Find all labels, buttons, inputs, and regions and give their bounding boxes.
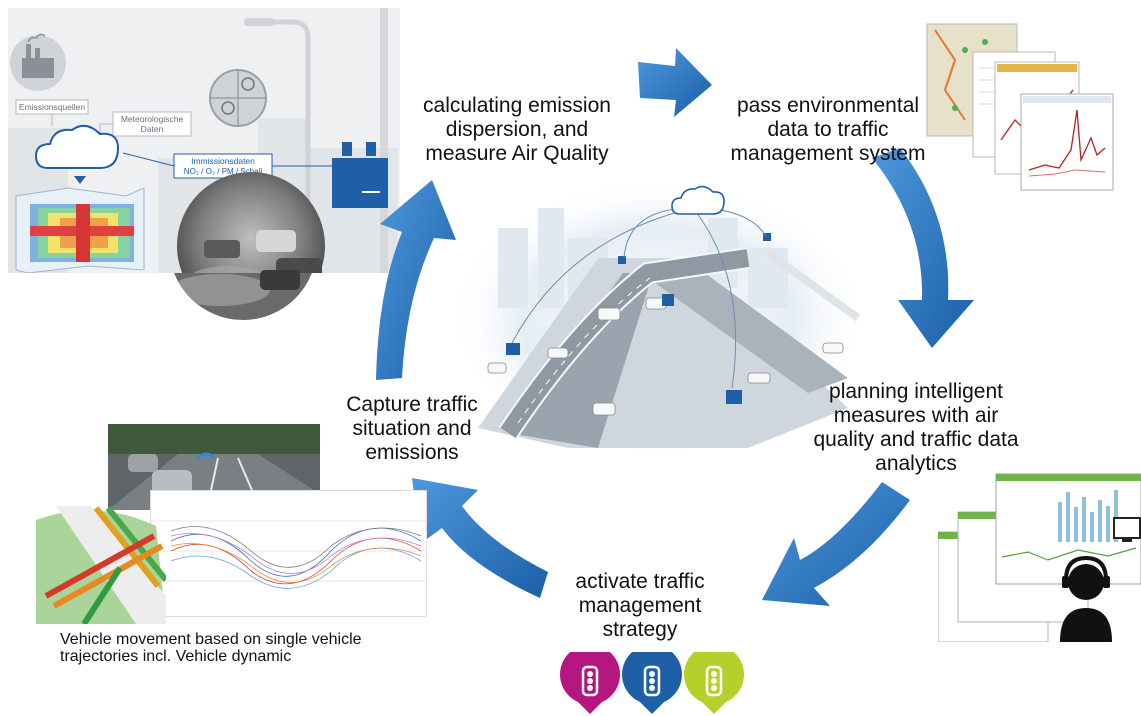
cloud-icon [34,124,120,169]
operator-headset-icon [1060,555,1112,642]
step-activate-line1: activate traffic [575,570,705,593]
step-plan-label: planning intelligent measures with air q… [786,380,1046,476]
caption-line1: Vehicle movement based on single vehicle [60,631,362,648]
step-pass-label: pass environmental data to traffic manag… [712,94,944,166]
smart-city-illustration [448,178,868,458]
step-capture-line2: situation and [352,417,472,440]
step-plan-line3: quality and traffic data [813,428,1019,451]
arrow-left [376,180,456,380]
wifi-icon [196,452,216,460]
traffic-light-magenta-icon [560,652,620,714]
step-activate-label: activate traffic management strategy [540,570,740,642]
step-calculate-line1: calculating emission [423,94,611,117]
arrow-top [638,48,712,117]
weather-icon [209,69,267,127]
monitor-icon [1113,517,1141,542]
step-calculate-line2: dispersion, and [445,118,589,141]
meteo-label-1: Meteorologische [121,114,184,124]
step-activate-line3: strategy [602,618,678,641]
sources-label: Emissionsquellen [19,102,85,112]
immission-label-2: NO₂ / O₃ / PM / Schall [184,167,263,176]
traffic-light-pins [560,652,744,714]
step-capture-line1: Capture traffic [346,393,478,416]
heatmap-map [15,187,145,274]
cloud-icon [671,185,725,215]
factory-icon [10,33,66,91]
traffic-light-blue-icon [622,652,682,714]
trajectory-caption: Vehicle movement based on single vehicle… [60,631,440,665]
arrow-bottom-right [762,482,910,606]
traffic-light-lime-icon [684,652,744,714]
step-plan-line4: analytics [875,452,957,475]
step-plan-line1: planning intelligent [829,380,1003,403]
smog-photo-overflow [169,270,317,320]
immission-label-1: Immissionsdaten [191,156,255,166]
trajectory-chart [150,490,427,617]
step-capture-label: Capture traffic situation and emissions [322,393,502,465]
intersection-map [36,506,169,626]
caption-line2: trajectories incl. Vehicle dynamic [60,648,292,665]
step-activate-line2: management [578,594,702,617]
step-pass-line2: data to traffic [767,118,889,141]
step-calculate-line3: measure Air Quality [425,142,609,165]
step-plan-line2: measures with air [833,404,999,427]
meteo-label-2: Daten [141,124,164,134]
environmental-dashboards [925,20,1135,200]
emission-panel: Emissionsquellen Meteorologische Daten I… [8,8,400,320]
arrow-right [872,148,974,348]
sensor-box-icon [332,142,388,208]
step-pass-line1: pass environmental [736,94,920,117]
arrow-bottom-left [412,478,548,598]
control-center-dashboards [937,462,1141,643]
step-calculate-label: calculating emission dispersion, and mea… [398,94,636,166]
step-capture-line3: emissions [365,441,459,464]
step-pass-line3: management system [730,142,926,165]
